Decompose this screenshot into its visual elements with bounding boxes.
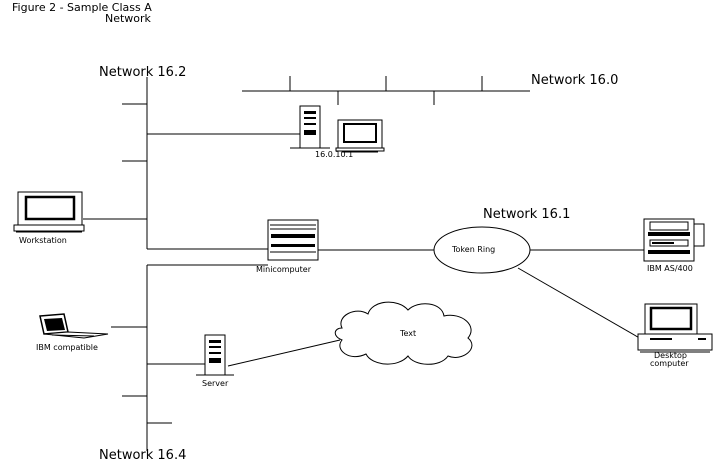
desktop-icon [637,303,713,353]
figure-title-line2: Network [105,12,152,25]
server-label: Server [202,379,229,388]
token-ring-label: Token Ring [451,245,495,254]
figure-title-line1: Figure 2 - Sample Class A [12,1,152,14]
cloud-label: Text [399,329,416,338]
network-16-2-bus [83,77,300,250]
workstation-label: Workstation [19,236,67,245]
as400-label: IBM AS/400 [647,264,693,273]
network-16-2-label: Network 16.2 [99,65,186,80]
minicomputer-icon [267,219,319,261]
router-icon [290,105,385,153]
cloud-icon [334,301,473,365]
server-icon [196,334,234,376]
network-16-4-bus [111,264,268,451]
token-ring-icon [433,226,531,274]
link-token-ring-desktop [517,267,644,341]
as400-icon [643,218,705,262]
network-16-0-label: Network 16.0 [531,73,618,88]
network-16-0-bus [242,76,530,105]
laptop-label: IBM compatible [36,343,98,352]
router-label: 16.0.10.1 [315,150,353,159]
desktop-label-line1: Desktop [654,351,687,360]
workstation-icon [13,191,85,233]
network-16-4-label: Network 16.4 [99,448,186,462]
link-server-cloud [227,339,341,367]
minicomputer-label: Minicomputer [256,265,312,274]
desktop-label-line2: computer [650,359,689,368]
network-16-1-label: Network 16.1 [483,207,570,222]
laptop-icon [39,313,109,339]
